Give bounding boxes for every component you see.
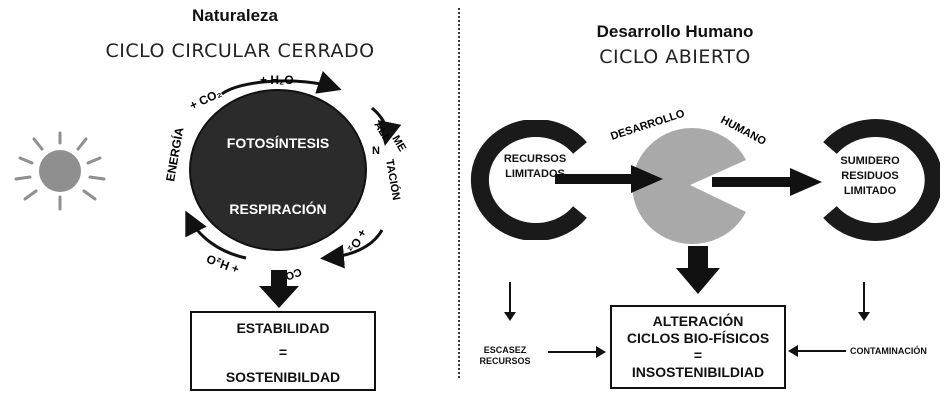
estabilidad-line1: ESTABILIDAD	[236, 320, 330, 336]
fotosintesis-label: FOTOSÍNTESIS	[227, 135, 329, 151]
alimentacion-label-2: ME	[389, 134, 408, 154]
contaminacion-arrow	[788, 345, 846, 357]
o2-label: + O₂	[345, 227, 370, 256]
center-divider	[458, 8, 460, 378]
desarrollo-pacman	[632, 128, 746, 244]
right-title: Desarrollo Humano	[596, 22, 754, 41]
pacman-to-sumidero-arrow	[712, 168, 822, 196]
natural-cycle-diagram: FOTOSÍNTESIS RESPIRACIÓN + CO₂ + H₂O ALI…	[162, 70, 408, 280]
humano-arc-label: HUMANO	[719, 114, 769, 148]
cycle-core	[189, 89, 367, 251]
alteracion-line1: ALTERACIÓN	[652, 313, 744, 329]
sun-icon	[14, 131, 106, 211]
estabilidad-line2: =	[278, 344, 288, 360]
sumidero-line3: LIMITADO	[843, 185, 897, 197]
right-small-down-arrow	[858, 282, 870, 321]
escasez-label: ESCASEZ RECURSOS	[470, 345, 540, 367]
h2o-top-label: + H₂O	[260, 73, 294, 87]
estabilidad-box: ESTABILIDAD = SOSTENIBILDAD	[190, 311, 376, 391]
left-subtitle: CICLO CIRCULAR CERRADO	[105, 40, 375, 62]
pacman-arc-labels: DESARROLLO HUMANO	[609, 108, 769, 149]
sumidero-label: SUMIDERO RESIDUOS LIMITADO	[822, 154, 918, 199]
sumidero-ring	[823, 119, 940, 241]
recursos-label: RECURSOS LIMITADOS	[490, 152, 580, 182]
recursos-to-pacman-arrow	[555, 165, 663, 193]
sumidero-line2: RESIDUOS	[841, 170, 899, 182]
contaminacion-label: CONTAMINACIÓN	[850, 346, 927, 356]
alteracion-box: ALTERACIÓN CICLOS BIO-FÍSICOS = INSOSTEN…	[610, 305, 786, 389]
recursos-line1: RECURSOS	[503, 153, 567, 165]
alimentacion-label-3: N	[372, 145, 380, 157]
alteracion-line4: INSOSTENIBILDIAD	[631, 364, 765, 380]
escasez-arrow	[548, 346, 606, 358]
left-title: Naturaleza	[192, 6, 278, 25]
sumidero-line1: SUMIDERO	[840, 155, 900, 167]
energia-label: ENERGÍA	[162, 126, 186, 183]
estabilidad-line3: SOSTENIBILDAD	[225, 369, 341, 385]
respiracion-label: RESPIRACIÓN	[229, 200, 326, 217]
alteracion-line2: CICLOS BIO-FÍSICOS	[626, 330, 770, 346]
recursos-ring	[470, 120, 587, 240]
escasez-line1: ESCASEZ	[483, 345, 527, 355]
recursos-line2: LIMITADOS	[505, 168, 565, 180]
center-down-arrow	[676, 246, 720, 294]
right-subtitle: CICLO ABIERTO	[599, 46, 751, 68]
escasez-line2: RECURSOS	[479, 356, 531, 366]
desarrollo-arc-label: DESARROLLO	[609, 108, 686, 143]
left-down-arrow	[259, 270, 299, 308]
co2-top-label: + CO₂	[187, 86, 223, 113]
alimentacion-label-4: TACIÓN	[383, 158, 403, 201]
left-small-down-arrow	[504, 282, 516, 321]
alteracion-line3: =	[693, 347, 703, 363]
